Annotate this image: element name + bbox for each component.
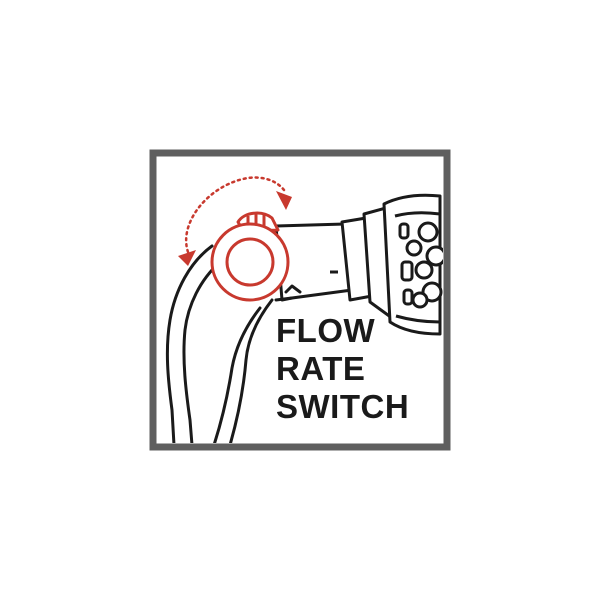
arrow-head-left bbox=[178, 250, 196, 266]
flow-rate-switch-icon bbox=[210, 211, 290, 302]
arrow-head-right bbox=[276, 191, 292, 210]
hose-spray-nozzle-icon bbox=[274, 193, 443, 336]
label-line-flow: FLOW bbox=[276, 312, 375, 349]
rotate-arrows-icon bbox=[178, 176, 292, 266]
nozzle-handle bbox=[165, 244, 302, 443]
label-line-rate: RATE bbox=[276, 350, 365, 387]
label-line-switch: SWITCH bbox=[276, 388, 409, 425]
frame-border bbox=[149, 149, 451, 451]
